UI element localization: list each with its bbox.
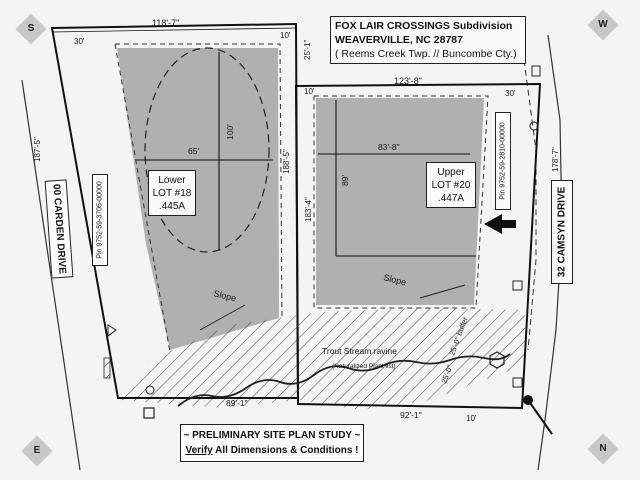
camsyn-drive-edge-inner xyxy=(523,59,537,351)
lower-lot-label: Lower LOT #18 .445A xyxy=(148,170,196,216)
title-subdivision: FOX LAIR CROSSINGS Subdivision xyxy=(335,20,513,32)
dim-upper-top: 123'-8" xyxy=(394,76,422,86)
dim-upper-bottom-setback: 10' xyxy=(466,414,477,423)
dim-upper-depth: 89' xyxy=(340,175,350,186)
lower-lot-buildable-area xyxy=(117,48,279,350)
upper-lot-boundary xyxy=(294,82,542,410)
lower-lot-pin-box: Pin 9752-59-3705-00000 xyxy=(92,174,108,266)
upper-lot-label: Upper LOT #20 .447A xyxy=(426,162,476,208)
utility-box-left xyxy=(143,407,155,419)
compass-s-label: S xyxy=(27,23,35,34)
utility-marker-top xyxy=(529,121,539,131)
lower-lot-pin: Pin 9752-59-3705-00000 xyxy=(96,181,104,259)
utility-box-right-2 xyxy=(512,377,523,388)
compass-e-label: E xyxy=(33,445,41,456)
dim-lower-top-setback: 30' xyxy=(74,37,85,46)
utility-marker-left xyxy=(145,385,155,395)
hydrant-marker xyxy=(489,351,505,369)
upper-lot-line3: .447A xyxy=(437,193,465,204)
dim-lower-bottom: 89'-1" xyxy=(226,398,248,408)
dim-lower-width: 65' xyxy=(188,146,199,156)
dim-lower-top-right-setback: 10' xyxy=(280,31,291,40)
upper-lot-line1: Upper xyxy=(437,167,465,178)
dim-upper-right-setback: 30' xyxy=(505,89,516,98)
ravine-label: Trout Stream ravine xyxy=(322,346,397,356)
utility-box-right xyxy=(512,280,523,291)
retaining-wall-marker xyxy=(103,357,111,379)
dim-upper-bottom: 92'-1" xyxy=(400,410,422,420)
slope-arrow-lower xyxy=(199,304,246,331)
mailbox-marker xyxy=(531,65,541,77)
trout-stream-line xyxy=(177,353,511,407)
title-block: FOX LAIR CROSSINGS Subdivision WEAVERVIL… xyxy=(330,16,526,64)
pointer-arrow xyxy=(484,214,516,234)
dim-lower-depth: 100' xyxy=(225,124,235,140)
dim-upper-width: 83'-8" xyxy=(378,142,400,152)
dim-lower-top: 118'-7" xyxy=(152,18,179,28)
compass-w-label: W xyxy=(598,19,608,30)
dim-upper-left-setback: 10' xyxy=(304,87,315,96)
lower-lot-setback xyxy=(115,43,283,319)
camsyn-drive-label-box: 32 CAMSYN DRIVE xyxy=(551,180,573,284)
compass-s: S xyxy=(15,13,47,45)
upper-lot-pin-box: Pin 9752-59-2810-00000 xyxy=(495,112,511,210)
dim-lower-right-side: 188'-5" xyxy=(282,149,291,174)
compass-n-label: N xyxy=(599,443,607,454)
pole-guy-wire xyxy=(527,399,553,435)
note-line2-rest: All Dimensions & Conditions ! xyxy=(212,445,359,456)
title-township: ( Reems Creek Twp. // Buncombe Cty.) xyxy=(335,48,517,60)
upper-lot-pin: Pin 9752-59-2810-00000 xyxy=(499,122,507,200)
upper-lot-line2: LOT #20 xyxy=(431,180,471,191)
lower-lot-line1: Lower xyxy=(158,175,186,186)
dim-upper-right-side: 178'-7" xyxy=(551,147,560,172)
utility-arrow-left xyxy=(107,324,117,337)
compass-n: N xyxy=(587,433,619,465)
dim-gap-top: 25'-1" xyxy=(303,39,312,60)
stream-ravine-hatch xyxy=(118,308,525,410)
camsyn-drive-label: 32 CAMSYN DRIVE xyxy=(556,186,568,278)
carden-drive-label: 00 CARDEN DRIVE xyxy=(50,183,68,275)
lower-top-dim-line xyxy=(51,27,297,33)
preliminary-note: ~ PRELIMINARY SITE PLAN STUDY ~ Verify A… xyxy=(180,424,364,462)
lower-lot-footprint xyxy=(144,47,270,253)
note-line1: ~ PRELIMINARY SITE PLAN STUDY ~ xyxy=(183,430,361,441)
plants-label: (Naturalized Plant list) xyxy=(332,363,396,370)
upper-lot-buildable-area xyxy=(316,98,484,305)
compass-e: E xyxy=(21,435,53,467)
note-line2: Verify All Dimensions & Conditions ! xyxy=(181,443,363,458)
lower-lot-line3: .445A xyxy=(158,201,186,212)
dim-upper-left-side: 183'-4" xyxy=(304,197,313,222)
lower-lot-setback-left xyxy=(114,43,171,353)
note-verify: Verify xyxy=(185,445,213,456)
title-city: WEAVERVILLE, NC 28787 xyxy=(335,34,463,46)
slope-arrow-upper xyxy=(419,284,466,299)
lower-lot-line2: LOT #18 xyxy=(152,188,192,199)
dim-lower-left-side: 187'-5" xyxy=(33,137,42,162)
compass-w: W xyxy=(587,9,619,41)
